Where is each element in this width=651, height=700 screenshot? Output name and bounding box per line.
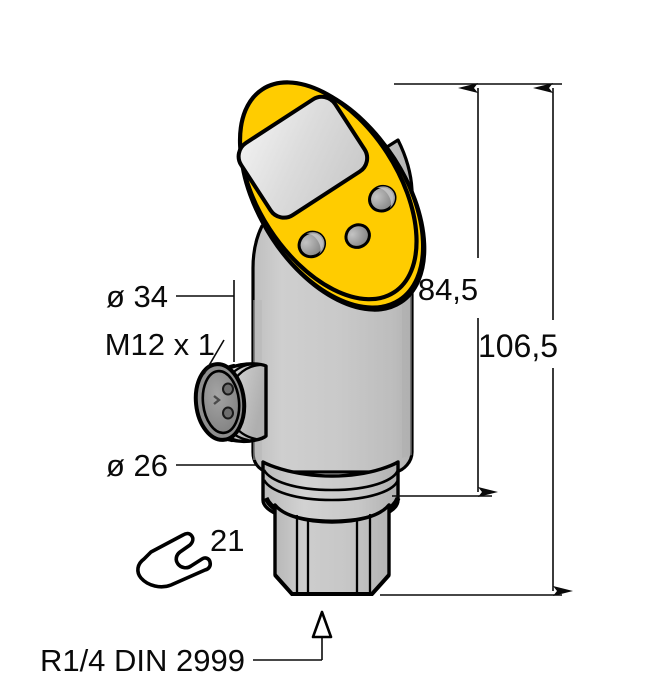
button-middle[interactable] (342, 220, 374, 252)
pin-keyway (213, 395, 221, 405)
hollow-arrow-icon (311, 610, 333, 639)
wrench-icon (136, 531, 213, 589)
label-thread-connector: M12 x 1 (105, 327, 215, 362)
hex-nut (273, 503, 391, 596)
hex-facet-lines (295, 513, 372, 596)
connector-pins (213, 382, 234, 420)
pin-top (222, 382, 234, 396)
button-left-highlight (305, 232, 325, 255)
callout-process-connection: R1/4 DIN 2999 (40, 610, 333, 678)
label-process-connection: R1/4 DIN 2999 (40, 643, 245, 678)
collar-groove-1 (262, 469, 400, 492)
pin-bottom (222, 406, 234, 420)
display-head-group (236, 80, 427, 312)
dim-84-5-label: 84,5 (418, 272, 478, 307)
hex-nut-group (273, 503, 391, 596)
button-right-highlight (375, 186, 395, 209)
dimension-106-5: 106,5 (478, 83, 573, 596)
hex-bottom-edge (273, 573, 391, 596)
label-diameter-body: ø 26 (106, 448, 168, 483)
dim-106-5-label: 106,5 (478, 328, 558, 364)
dimension-lines-group: 84,5 106,5 (380, 83, 573, 596)
lcd-display (236, 94, 370, 220)
label-diameter-head: ø 34 (106, 279, 168, 314)
dimension-84-5: 84,5 (418, 83, 498, 497)
leader-thread-connector (203, 339, 225, 375)
m12-connector-group (193, 362, 268, 444)
label-wrench-size: 21 (210, 523, 244, 558)
callouts-group: ø 34 M12 x 1 ø 26 21 R1/4 DIN 2999 (40, 279, 333, 678)
head-buttons-group[interactable] (294, 182, 409, 276)
collar-groove-2 (262, 479, 400, 502)
